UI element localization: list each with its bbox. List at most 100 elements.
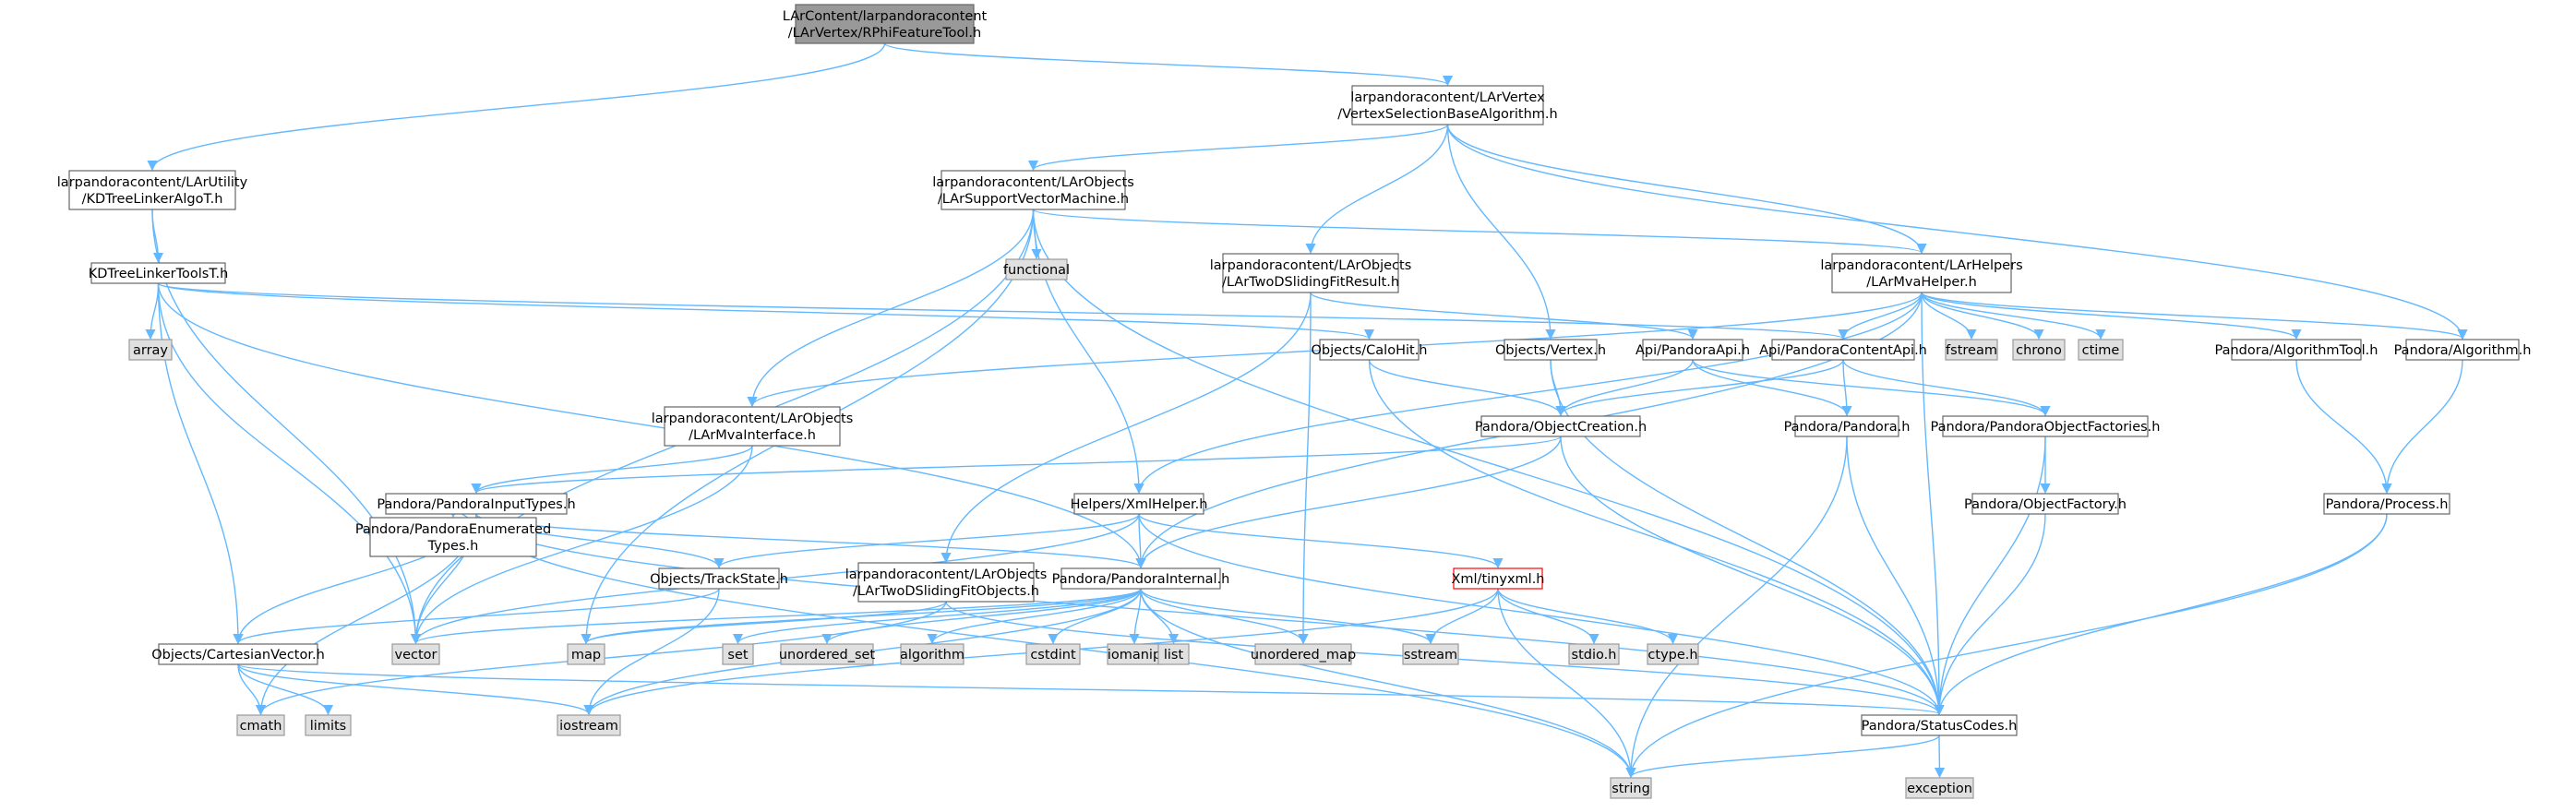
node-mva[interactable]: larpandoracontent/LArHelpers/LArMvaHelpe…: [1820, 253, 2023, 293]
node-label-fitres-line-1: /LArTwoDSlidingFitResult.h: [1222, 275, 1399, 290]
node-exception: exception: [1905, 777, 1974, 799]
edge-kdtools-to-cartesian: [157, 282, 244, 645]
node-box-array: [128, 339, 173, 361]
node-cartesian[interactable]: Objects/CartesianVector.h: [151, 643, 325, 665]
node-mvaint[interactable]: larpandoracontent/LArObjects/LArMvaInter…: [652, 406, 854, 447]
edge-statuscodes-to-string: [1625, 734, 1940, 779]
node-box-internal: [1060, 567, 1221, 590]
edge-internal-to-map: [581, 588, 1142, 645]
node-box-set: [722, 643, 754, 665]
edge-objcreation-to-statuscodes: [1560, 436, 1945, 716]
node-calohit[interactable]: Objects/CaloHit.h: [1312, 339, 1428, 361]
node-label-unordered_map-line-0: unordered_map: [1251, 648, 1356, 663]
node-box-map: [567, 643, 605, 665]
edge-mva-to-contentapi: [1838, 292, 1923, 340]
node-label-sstream-line-0: sstream: [1404, 648, 1457, 663]
edge-mva-to-statuscodes: [1921, 292, 1945, 716]
node-contentapi[interactable]: Api/PandoraContentApi.h: [1759, 339, 1927, 361]
node-label-vertex_h-line-0: Objects/Vertex.h: [1495, 343, 1606, 358]
node-label-iomanip-line-0: iomanip: [1108, 648, 1161, 663]
node-array: array: [128, 339, 173, 361]
node-svm[interactable]: larpandoracontent/LArObjects/LArSupportV…: [932, 170, 1134, 210]
edge-cartesian-to-cmath: [237, 663, 267, 716]
edge-calohit-to-statuscodes: [1368, 359, 1945, 716]
node-label-objfactory-line-0: Pandora/ObjectFactory.h: [1964, 497, 2127, 512]
node-label-mva-line-1: /LArMvaHelper.h: [1866, 275, 1977, 290]
node-process[interactable]: Pandora/Process.h: [2323, 493, 2450, 515]
node-label-vector-line-0: vector: [395, 648, 437, 663]
node-box-objcreation: [1480, 415, 1641, 437]
node-box-contentapi: [1771, 339, 1915, 361]
edge-tinyxml-to-sstream: [1425, 588, 1499, 645]
node-label-vsba-line-1: /VertexSelectionBaseAlgorithm.h: [1337, 107, 1557, 122]
edge-internal-to-list: [1140, 588, 1180, 645]
node-label-kdalgo-line-0: larpandoracontent/LArUtility: [57, 175, 248, 190]
node-box-algorithm: [900, 643, 965, 665]
node-xmlhelper[interactable]: Helpers/XmlHelper.h: [1071, 493, 1208, 515]
node-box-api: [1642, 339, 1743, 361]
node-objcreation[interactable]: Pandora/ObjectCreation.h: [1475, 415, 1647, 437]
node-inputtypes[interactable]: Pandora/PandoraInputTypes.h: [377, 493, 576, 515]
edge-contentapi-to-objcreation: [1555, 359, 1844, 417]
node-label-mvaint-line-0: larpandoracontent/LArObjects: [652, 412, 854, 426]
node-label-unordered_set-line-0: unordered_set: [779, 648, 876, 663]
node-label-statuscodes-line-0: Pandora/StatusCodes.h: [1862, 719, 2018, 734]
node-label-chrono-line-0: chrono: [2016, 343, 2062, 358]
node-root[interactable]: LArContent/larpandoracontent/LArVertex/R…: [783, 4, 988, 44]
node-label-pandora_h-line-0: Pandora/Pandora.h: [1784, 420, 1911, 435]
edge-vsba-to-fitres: [1305, 124, 1449, 255]
node-box-cmath: [236, 714, 285, 736]
node-objfactory[interactable]: Pandora/ObjectFactory.h: [1964, 493, 2127, 515]
node-box-chrono: [2012, 339, 2066, 361]
node-string: string: [1610, 777, 1652, 799]
node-kdalgo[interactable]: larpandoracontent/LArUtility/KDTreeLinke…: [57, 170, 248, 210]
node-functional: functional: [1003, 258, 1070, 281]
edge-inputtypes-to-statuscodes: [475, 513, 1945, 716]
node-vertex_h[interactable]: Objects/Vertex.h: [1495, 339, 1606, 361]
node-label-enumtypes-line-1: Types.h: [427, 539, 479, 554]
node-label-set-line-0: set: [727, 648, 748, 663]
node-fitobjs[interactable]: larpandoracontent/LArObjects/LArTwoDSlid…: [845, 562, 1048, 603]
node-vsba[interactable]: larpandoracontent/LArVertex/VertexSelect…: [1337, 85, 1558, 125]
node-cstdint: cstdint: [1025, 643, 1081, 665]
edge-mva-to-algorithm_h: [1921, 292, 2468, 340]
node-statuscodes[interactable]: Pandora/StatusCodes.h: [1861, 714, 2018, 736]
edge-internal-to-algorithm: [927, 588, 1142, 645]
edge-trackstate-to-cartesian: [233, 588, 720, 645]
node-label-root-line-0: LArContent/larpandoracontent: [783, 9, 988, 24]
edge-mva-to-chrono: [1921, 292, 2044, 340]
edges-layer: [145, 42, 2468, 779]
node-label-vsba-line-0: larpandoracontent/LArVertex: [1350, 90, 1545, 105]
node-box-unordered_map: [1254, 643, 1352, 665]
node-box-iostream: [557, 714, 621, 736]
node-trackstate[interactable]: Objects/TrackState.h: [650, 567, 788, 590]
node-algorithm_h[interactable]: Pandora/Algorithm.h: [2394, 339, 2532, 361]
edge-internal-to-unordered_set: [821, 588, 1142, 645]
edge-cartesian-to-iostream: [237, 663, 594, 716]
node-unordered_set: unordered_set: [779, 643, 876, 665]
node-internal[interactable]: Pandora/PandoraInternal.h: [1052, 567, 1230, 590]
node-iostream: iostream: [557, 714, 621, 736]
node-label-ctype-line-0: ctype.h: [1647, 648, 1697, 663]
node-api[interactable]: Api/PandoraApi.h: [1635, 339, 1750, 361]
edge-fitres-to-api: [1310, 292, 1698, 340]
edge-process-to-statuscodes: [1934, 513, 2388, 716]
node-pandora_h[interactable]: Pandora/Pandora.h: [1784, 415, 1911, 437]
node-map: map: [567, 643, 605, 665]
node-box-svm: [941, 170, 1126, 210]
node-label-cartesian-line-0: Objects/CartesianVector.h: [151, 648, 325, 663]
node-kdtools[interactable]: KDTreeLinkerToolsT.h: [89, 262, 229, 284]
node-objfactories[interactable]: Pandora/PandoraObjectFactories.h: [1931, 415, 2161, 437]
edge-kdtools-to-calohit: [157, 282, 1374, 340]
node-box-xmlhelper: [1073, 493, 1204, 515]
node-tinyxml[interactable]: Xml/tinyxml.h: [1452, 567, 1545, 590]
node-algtool[interactable]: Pandora/AlgorithmTool.h: [2215, 339, 2378, 361]
node-box-ctime: [2078, 339, 2124, 361]
node-label-array-line-0: array: [133, 343, 168, 358]
edge-tinyxml-to-ctype: [1497, 588, 1679, 645]
node-label-fitres-line-0: larpandoracontent/LArObjects: [1210, 258, 1412, 273]
node-fitres[interactable]: larpandoracontent/LArObjects/LArTwoDSlid…: [1210, 253, 1412, 293]
node-label-map-line-0: map: [571, 648, 601, 663]
